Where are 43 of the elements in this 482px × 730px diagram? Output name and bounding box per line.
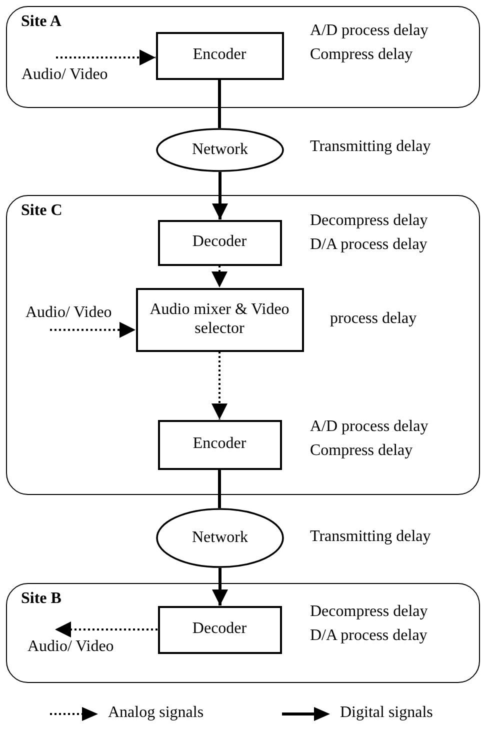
mixer-selector-box xyxy=(136,288,304,352)
connector-arrow xyxy=(212,172,228,220)
connector-arrow xyxy=(50,322,136,338)
node-label: Encoder xyxy=(192,46,248,65)
delay-note: Compress delay xyxy=(310,46,413,64)
site-panel xyxy=(6,583,480,683)
legend-label: Digital signals xyxy=(340,704,433,722)
delay-note: Compress delay xyxy=(310,442,413,460)
connector-arrow xyxy=(212,568,228,606)
legend-label: Analog signals xyxy=(108,704,204,722)
decoder-box xyxy=(158,606,282,654)
delay-note: Decompress delay xyxy=(310,212,428,230)
delay-note: A/D process delay xyxy=(310,418,428,436)
signal-label: Audio/ Video xyxy=(28,630,114,664)
delay-note: Decompress delay xyxy=(310,603,428,622)
site-panel xyxy=(6,6,480,108)
network-ellipse xyxy=(156,508,284,568)
connector-arrow xyxy=(212,352,228,420)
node-label: Decoder xyxy=(191,233,248,252)
connector-arrow xyxy=(212,266,228,288)
delay-note: process delay xyxy=(330,310,417,328)
encoder-box xyxy=(158,420,282,470)
delay-note: A/D process delay xyxy=(310,22,428,40)
site-heading: Site C xyxy=(21,202,62,220)
signal-label: Audio/ Video xyxy=(22,58,108,92)
node-label: Encoder xyxy=(192,435,248,454)
site-heading: Site B xyxy=(21,590,62,608)
encoder-box xyxy=(156,32,284,80)
node-label: Audio mixer & Video selector xyxy=(148,301,290,338)
decoder-box xyxy=(158,220,282,266)
delay-note: Transmitting delay xyxy=(310,138,431,156)
connector-arrow xyxy=(55,622,158,638)
node-label: Network xyxy=(192,140,248,160)
site-panel xyxy=(6,195,480,495)
node-label: Network xyxy=(192,528,248,548)
network-ellipse xyxy=(156,128,284,172)
delay-note: Transmitting delay xyxy=(310,528,431,546)
delay-note: D/A process delay xyxy=(310,236,428,254)
node-label: Decoder xyxy=(191,620,248,639)
connector-arrow xyxy=(56,50,156,66)
delay-note: D/A process delay xyxy=(310,627,428,646)
signal-label: Audio/ Video xyxy=(26,296,112,330)
site-heading: Site A xyxy=(21,13,62,31)
